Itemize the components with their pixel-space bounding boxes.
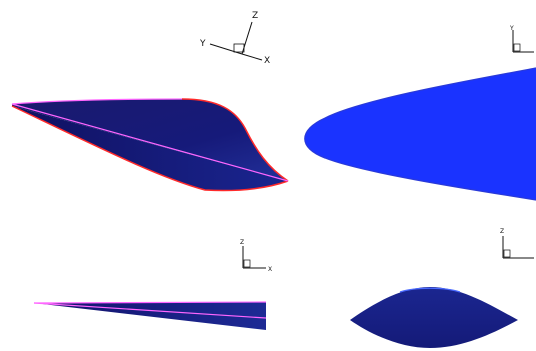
top-view: Y <box>304 25 536 201</box>
front-section <box>350 287 518 348</box>
z-axis-line <box>241 21 253 55</box>
side-view: Z X <box>33 239 272 330</box>
y-axis-label: Y <box>199 39 206 49</box>
side-profile <box>34 302 266 330</box>
isometric-view: Z Y X <box>11 11 289 192</box>
top-axis-origin-box <box>513 43 521 52</box>
top-axis-triad: Y <box>509 25 534 53</box>
z-axis-label: Z <box>252 11 258 21</box>
front-axis-triad: Z <box>500 228 534 259</box>
isometric-lower-surface <box>12 106 288 191</box>
front-z-axis-label: Z <box>500 228 504 235</box>
x-axis-line <box>241 53 263 61</box>
side-axis-triad: Z X <box>240 239 272 273</box>
isometric-trailing-edge <box>181 98 289 182</box>
front-view: Z <box>350 228 534 348</box>
y-axis-line <box>209 43 243 55</box>
side-chord-line <box>33 302 267 319</box>
top-planform-outline <box>304 67 536 201</box>
x-axis-label: X <box>264 56 270 66</box>
top-y-axis-label: Y <box>509 25 514 32</box>
top-planform <box>304 68 536 200</box>
axis-origin-box <box>233 43 245 53</box>
front-section-highlight <box>399 287 461 293</box>
front-axis-origin-box <box>503 249 511 258</box>
side-leading-edge <box>33 301 267 304</box>
isometric-upper-surface <box>12 99 288 181</box>
side-x-axis-label: X <box>268 266 272 273</box>
side-z-axis-label: Z <box>240 239 244 246</box>
side-axis-origin-box <box>243 259 251 268</box>
isometric-top-edge <box>11 98 183 105</box>
isometric-leading-edge <box>11 103 289 182</box>
isometric-axis-triad: Z Y X <box>199 11 270 66</box>
isometric-lower-edge <box>11 105 289 192</box>
